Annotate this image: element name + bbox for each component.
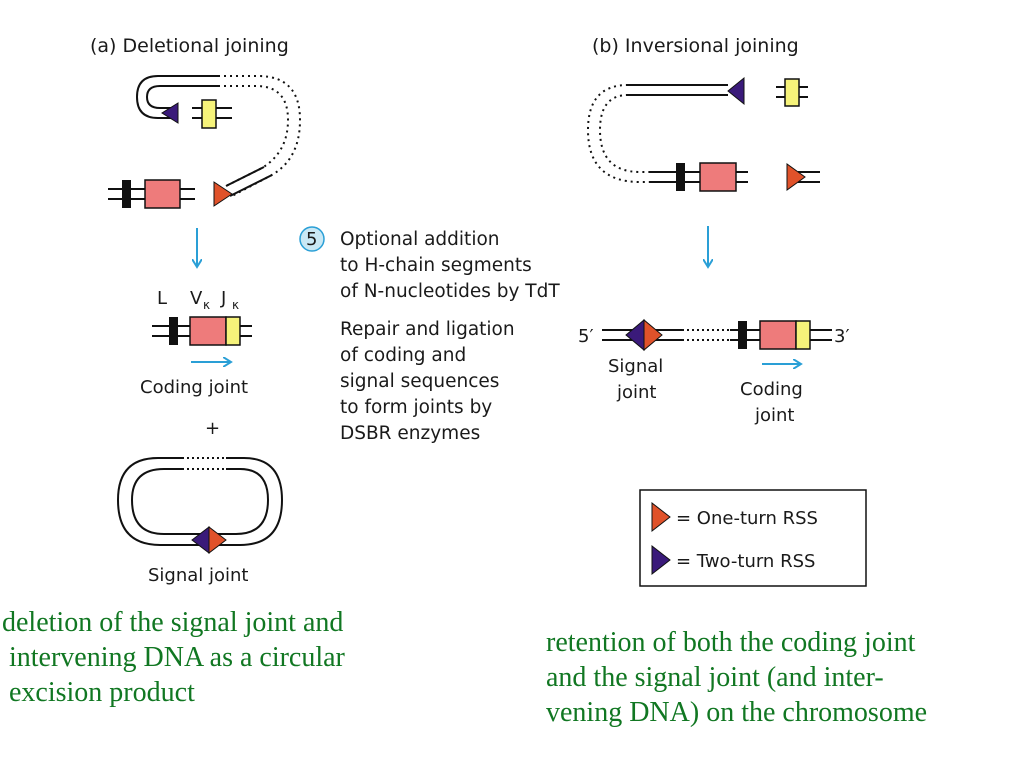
step-line-1: Optional addition: [340, 229, 500, 250]
panel-b-title: (b) Inversional joining: [592, 35, 799, 57]
plus-sign: +: [205, 418, 220, 439]
caption-right-line-1: retention of both the coding joint: [546, 627, 916, 658]
signal-joint-two-turn-icon: [191, 525, 210, 555]
step-line-5: of coding and: [340, 345, 466, 366]
coding-joint-label-b-1: Coding: [740, 379, 803, 400]
label-j: J: [220, 288, 226, 309]
j-segment-unrearranged: [192, 99, 232, 129]
two-turn-rss-icon: [161, 102, 179, 124]
signal-joint-one-turn-icon: [208, 525, 227, 555]
coding-joint-gene-a: [152, 316, 252, 346]
label-v: V: [190, 288, 203, 309]
legend-box: [639, 489, 867, 587]
caption-right-line-3: vening DNA) on the chromosome: [546, 697, 928, 728]
panel-a-loop-dna: [135, 75, 302, 197]
signal-joint-two-turn-b: [625, 318, 645, 352]
step-line-4: Repair and ligation: [340, 319, 515, 340]
legend-two-turn-label: = Two-turn RSS: [676, 551, 815, 572]
coding-joint-label-a: Coding joint: [140, 377, 248, 398]
three-prime-label: 3′: [834, 326, 850, 347]
vdj-recombination-diagram: (a) Deletional joining L V κ J κ Coding …: [90, 35, 867, 587]
signal-joint-label-a: Signal joint: [148, 565, 249, 586]
five-prime-label: 5′: [578, 326, 594, 347]
v-segment-b2: [759, 320, 797, 350]
step-line-8: DSBR enzymes: [340, 423, 480, 444]
legend-two-turn-icon: [651, 544, 671, 576]
caption-left-line-3: excision product: [2, 677, 195, 708]
coding-joint-label-b-2: joint: [754, 405, 794, 426]
step-line-3: of N-nucleotides by TdT: [340, 281, 560, 302]
legend: = One-turn RSS = Two-turn RSS: [639, 489, 867, 587]
signal-joint-label-b-2: joint: [616, 382, 656, 403]
circular-excision-product: [116, 457, 284, 546]
one-turn-rss-b: [786, 163, 820, 191]
caption-left-line-2: intervening DNA as a circular: [2, 642, 345, 673]
leader-segment-b2: [738, 321, 747, 349]
v-segment-b: [699, 162, 737, 192]
step-number-badge: [299, 226, 325, 252]
caption-left-line-1: deletion of the signal joint and: [2, 607, 344, 638]
signal-joint-label-b-1: Signal: [608, 356, 663, 377]
label-j-sub: κ: [232, 298, 239, 312]
two-turn-rss-icon-b: [727, 76, 745, 106]
one-turn-rss-icon: [213, 181, 233, 207]
caption-right-line-2: and the signal joint (and inter-: [546, 662, 884, 693]
label-v-sub: κ: [203, 298, 210, 312]
label-l: L: [157, 288, 167, 309]
leader-segment-b: [676, 163, 685, 191]
step-line-6: signal sequences: [340, 371, 499, 392]
v-segment-unrearranged: [108, 179, 195, 209]
caption-left: deletion of the signal joint and interve…: [2, 605, 345, 710]
step-number: 5: [306, 229, 317, 250]
j-segment-b: [776, 78, 808, 107]
step-line-7: to form joints by: [340, 397, 492, 418]
signal-joint-one-turn-b: [643, 318, 663, 352]
legend-one-turn-icon: [651, 501, 671, 533]
step-line-2: to H-chain segments: [340, 255, 532, 276]
legend-one-turn-label: = One-turn RSS: [676, 508, 818, 529]
panel-a-title: (a) Deletional joining: [90, 35, 289, 57]
caption-right: retention of both the coding joint and t…: [546, 625, 927, 730]
j-segment-b2: [795, 320, 811, 350]
